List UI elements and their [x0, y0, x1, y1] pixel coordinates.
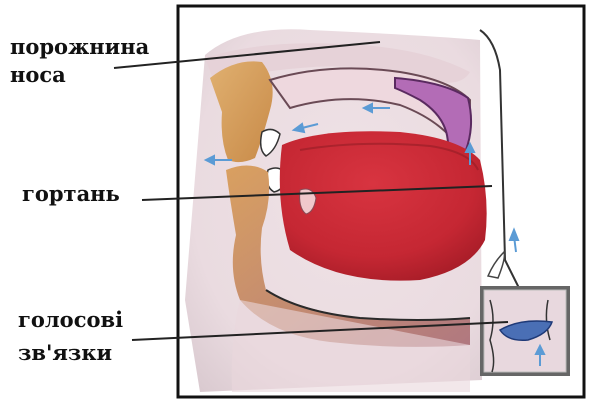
label-nasal-cavity-line2: носа: [10, 61, 66, 89]
label-vocal-cords-line2: зв'язки: [18, 339, 112, 367]
label-nasal-cavity-line1: порожнина: [10, 33, 149, 61]
label-larynx: гортань: [22, 180, 120, 208]
label-vocal-cords-line1: голосові: [18, 306, 123, 334]
